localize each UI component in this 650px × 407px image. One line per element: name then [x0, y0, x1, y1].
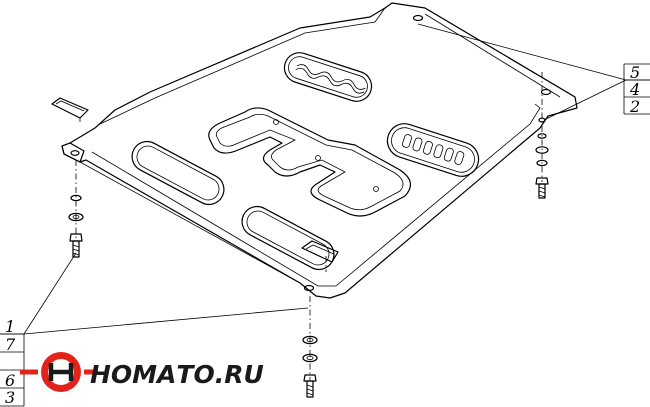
nut-plate-left	[51, 97, 89, 122]
callout-4: 4	[629, 80, 640, 99]
callout-1: 1	[5, 317, 15, 336]
callout-2: 2	[629, 97, 640, 116]
callout-7: 7	[5, 335, 16, 354]
fastener-stack-bottom	[302, 296, 318, 398]
fastener-stack-right	[535, 72, 549, 199]
callout-table-left: 1 7 6 3	[0, 317, 25, 407]
callout-6: 6	[5, 371, 15, 390]
callout-5: 5	[630, 63, 640, 82]
stiffening-rib	[208, 107, 411, 217]
leader-lines-left	[0, 252, 309, 335]
brand-name: НОМАТО.RU	[90, 360, 264, 389]
emboss-left	[131, 140, 225, 206]
nut-plate-center	[301, 240, 339, 272]
vent-slot-right	[386, 123, 480, 177]
callout-table-right: 5 4 2	[623, 63, 650, 116]
fastener-stack-left	[68, 160, 84, 258]
vent-slot-top	[283, 52, 373, 102]
skid-plate	[61, 2, 578, 299]
logo-wheel-icon	[20, 352, 98, 392]
brand-logo: НОМАТО.RU	[20, 352, 264, 392]
emboss-bottom	[241, 205, 335, 271]
callout-3: 3	[5, 388, 15, 407]
